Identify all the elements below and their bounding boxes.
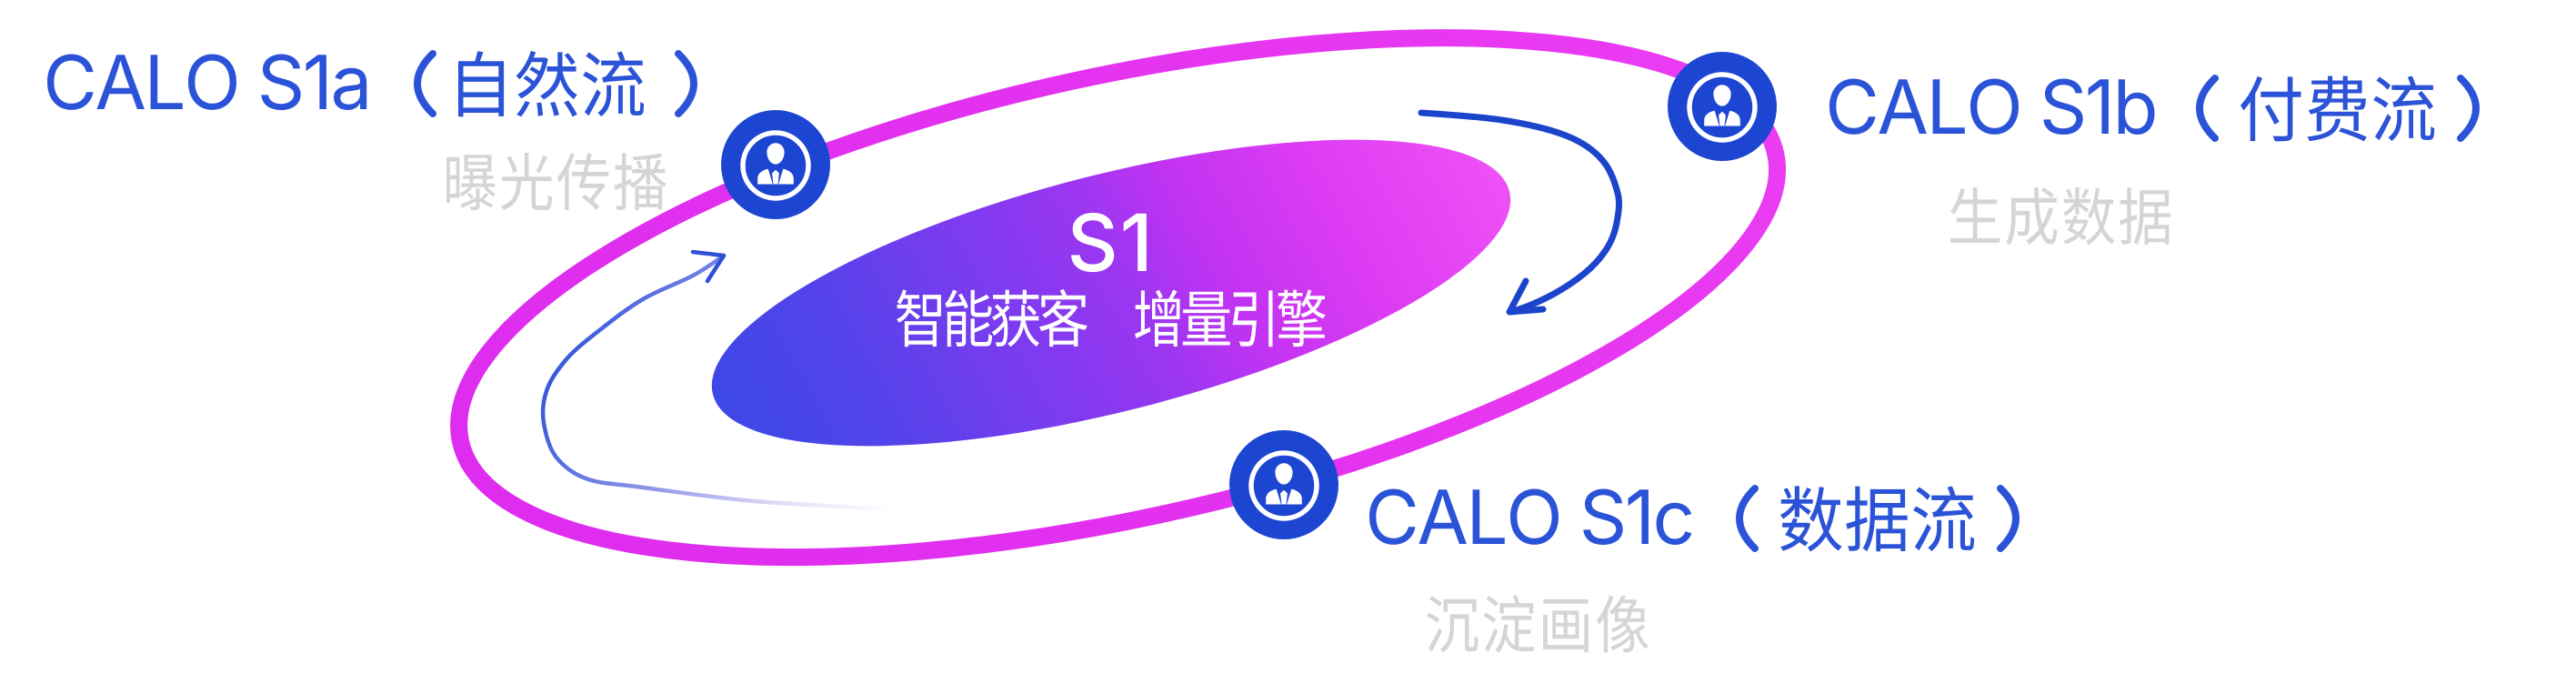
node-s1b-label [1829, 75, 2480, 142]
center-subtitle [897, 289, 1326, 347]
node-badge-s1a [721, 110, 830, 219]
center-title [1071, 212, 1147, 273]
node-s1c-sublabel [1427, 595, 1649, 653]
paren-strokes [414, 50, 697, 117]
badge-circle [1229, 430, 1338, 539]
orbit-ring [450, 29, 1787, 567]
person-icon [1266, 463, 1302, 505]
badge-circle [1668, 52, 1777, 161]
flow-arrow-left [540, 249, 892, 512]
center-ellipse [711, 139, 1511, 447]
node-s1b-sublabel [1950, 187, 2171, 246]
paren-strokes [2196, 75, 2480, 142]
flow-arrow-middle [1418, 109, 1623, 316]
badge-circle [721, 110, 830, 219]
paren-strokes [1736, 485, 2020, 552]
person-icon [1704, 85, 1740, 126]
person-icon [757, 143, 794, 185]
badge-inner-ring [1248, 450, 1319, 521]
badge-inner-ring [1687, 72, 1758, 143]
node-s1c-label [1369, 485, 2020, 552]
node-badge-s1b [1668, 52, 1777, 161]
node-s1a-label [47, 50, 697, 117]
node-badge-s1c [1229, 430, 1338, 539]
node-s1a-sublabel [446, 153, 667, 211]
badge-inner-ring [740, 130, 811, 201]
